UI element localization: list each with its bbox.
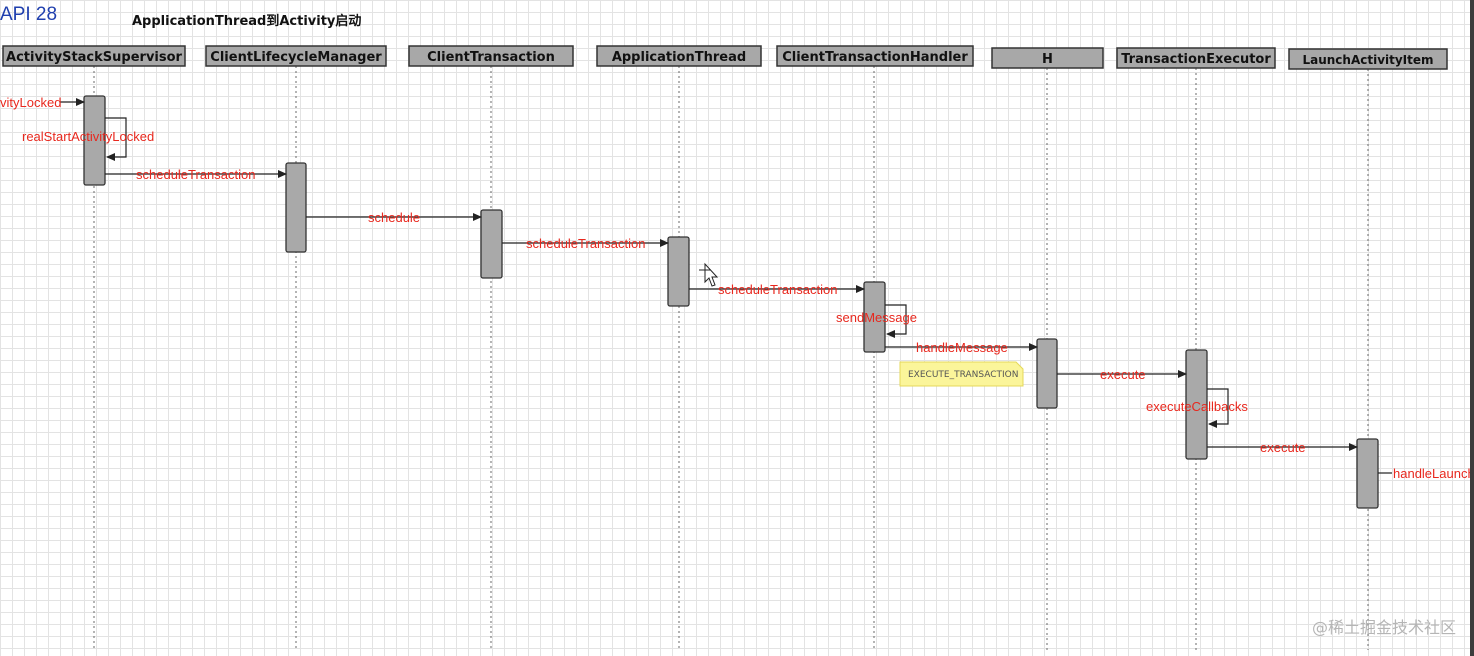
participant-box [1288, 48, 1448, 70]
message-realstartactivitylocked[interactable]: realStartActivityLocked [22, 117, 154, 161]
message-scheduletransaction[interactable]: scheduleTransaction [689, 282, 865, 297]
watermark: @稀土掘金技术社区 [1311, 618, 1456, 637]
message-label: executeCallbacks [1146, 399, 1248, 414]
message-label: execute [1260, 440, 1306, 455]
message-label: schedule [368, 210, 420, 225]
message-execute[interactable]: execute [1057, 367, 1187, 382]
self-call-arrow [1207, 388, 1229, 428]
note-text: EXECUTE_TRANSACTION [908, 370, 1019, 380]
participant-h[interactable]: H [991, 47, 1104, 69]
self-call-arrow [105, 117, 127, 161]
move-cursor-icon [699, 262, 719, 287]
participant-clientlifecyclemanager[interactable]: ClientLifecycleManager [205, 45, 387, 67]
activation-clienttransactionhandler[interactable] [863, 281, 886, 353]
participant-applicationthread[interactable]: ApplicationThread [596, 45, 762, 67]
message-label: sendMessage [836, 310, 917, 325]
participant-label: TransactionExecutor [1121, 52, 1271, 67]
participant-box [991, 47, 1104, 69]
window-edge [1470, 0, 1474, 656]
participant-activitystacksupervisor[interactable]: ActivityStackSupervisor [2, 45, 186, 67]
message-label: scheduleTransaction [136, 167, 255, 182]
participant-label: ClientTransaction [427, 50, 555, 65]
activation-activitystacksupervisor[interactable] [83, 95, 106, 186]
participant-label: ApplicationThread [612, 50, 746, 65]
participant-transactionexecutor[interactable]: TransactionExecutor [1116, 47, 1276, 69]
message-label: scheduleTransaction [718, 282, 837, 297]
participant-clienttransactionhandler[interactable]: ClientTransactionHandler [776, 45, 974, 67]
note-shape [899, 361, 1024, 387]
participant-label: ActivityStackSupervisor [6, 50, 183, 65]
message-handlelaunch[interactable]: handleLaunch [1378, 466, 1474, 481]
message-execute[interactable]: execute [1207, 440, 1358, 455]
message-handlemessage[interactable]: handleMessage [885, 340, 1038, 355]
activation-transactionexecutor[interactable] [1185, 349, 1208, 460]
participant-box [205, 45, 387, 67]
message-label: vityLocked [0, 95, 61, 110]
message-label: handleLaunch [1393, 466, 1474, 481]
diagram-title: ApplicationThread到Activity启动 [132, 14, 362, 29]
activation-clientlifecyclemanager[interactable] [285, 162, 307, 253]
message-label: scheduleTransaction [526, 236, 645, 251]
self-call-arrow [885, 304, 907, 338]
message-label: execute [1100, 367, 1146, 382]
participant-clienttransaction[interactable]: ClientTransaction [408, 45, 574, 67]
participant-box [1116, 47, 1276, 69]
participant-launchactivityitem[interactable]: LaunchActivityItem [1288, 48, 1448, 70]
activation-clienttransaction[interactable] [480, 209, 503, 279]
message-scheduletransaction[interactable]: scheduleTransaction [105, 167, 287, 182]
activation-h[interactable] [1036, 338, 1058, 409]
activation-applicationthread[interactable] [667, 236, 690, 307]
participant-box [596, 45, 762, 67]
participant-box [408, 45, 574, 67]
message-sendmessage[interactable]: sendMessage [836, 304, 917, 338]
note[interactable]: EXECUTE_TRANSACTION [899, 361, 1024, 387]
participant-box [776, 45, 974, 67]
participant-box [2, 45, 186, 67]
participant-label: ClientTransactionHandler [782, 50, 968, 65]
message-executecallbacks[interactable]: executeCallbacks [1146, 388, 1248, 428]
message-schedule[interactable]: schedule [306, 210, 482, 225]
participant-label: ClientLifecycleManager [210, 50, 382, 65]
participant-label: H [1042, 52, 1053, 67]
message-label: handleMessage [916, 340, 1008, 355]
api-label: API 28 [0, 4, 58, 25]
message-vitylocked[interactable]: vityLocked [0, 95, 85, 110]
message-scheduletransaction[interactable]: scheduleTransaction [502, 236, 669, 251]
message-label: realStartActivityLocked [22, 129, 154, 144]
participant-label: LaunchActivityItem [1302, 53, 1433, 67]
activation-launchactivityitem[interactable] [1356, 438, 1379, 509]
